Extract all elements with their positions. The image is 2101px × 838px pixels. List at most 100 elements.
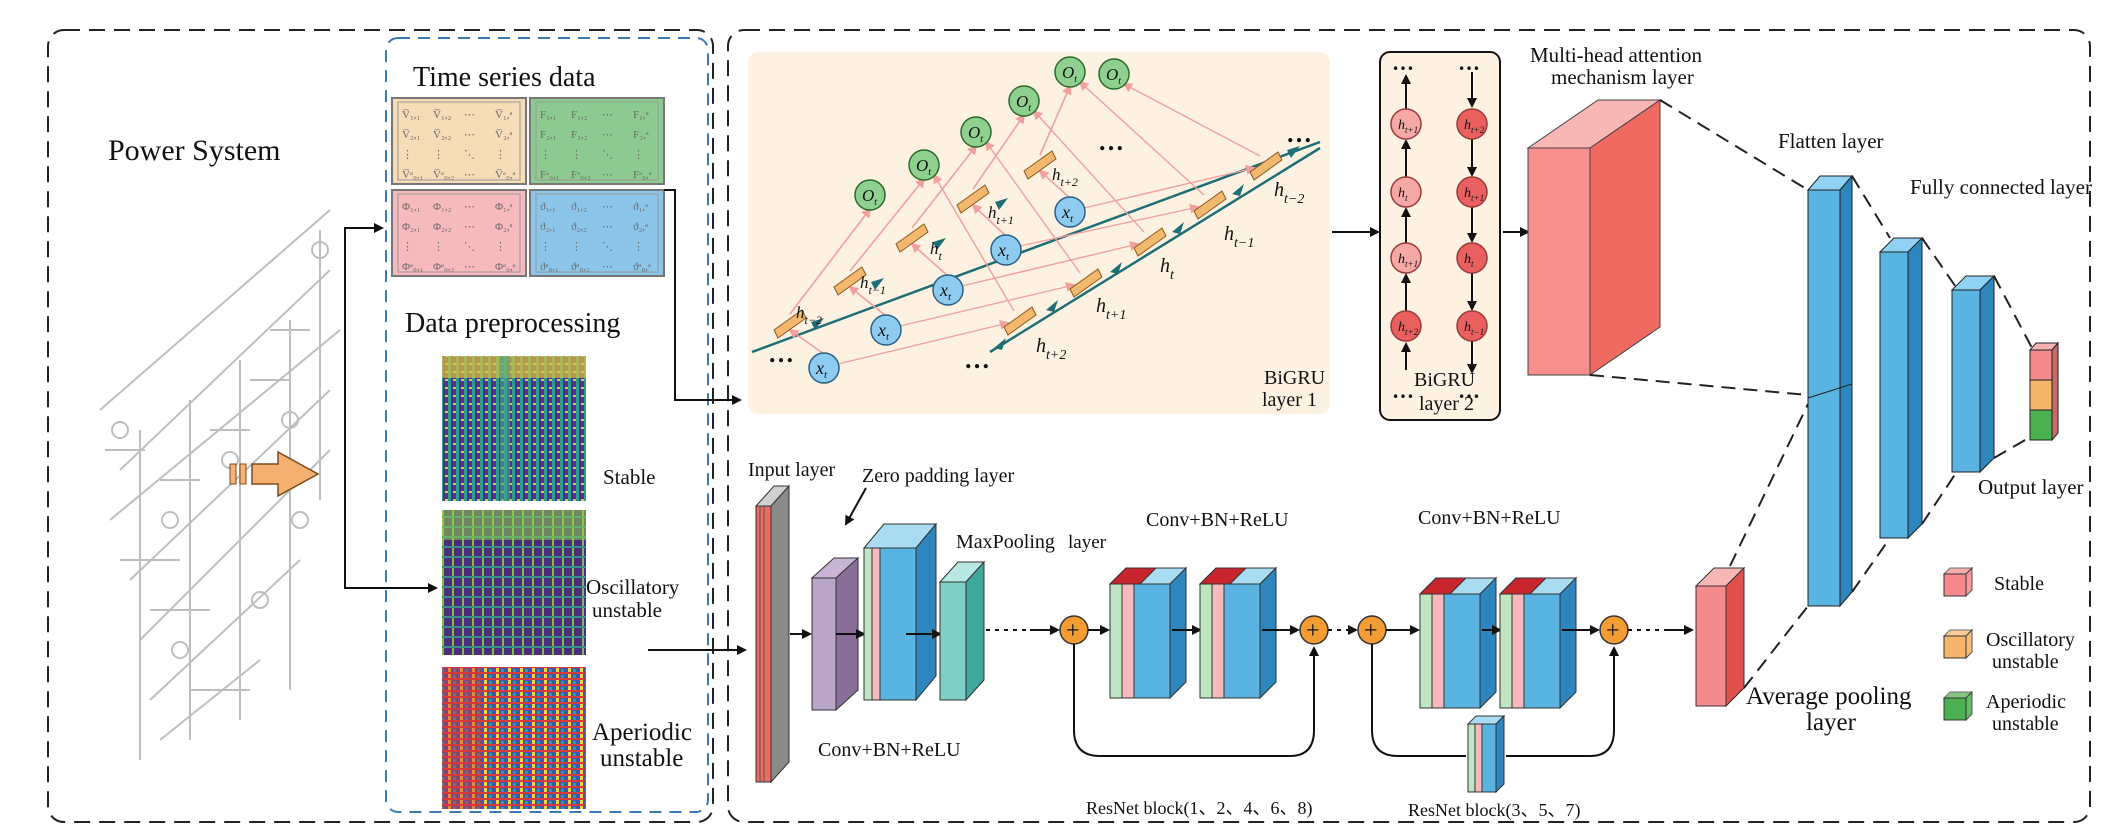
attention-block <box>1526 99 1662 376</box>
bigru2-node-label: ht+1 <box>1398 252 1418 269</box>
forward-rail <box>751 140 1321 354</box>
forward-gru-cell <box>1023 150 1057 180</box>
zero-padding-label: Zero padding layer <box>862 465 1014 487</box>
connector-to-bigru <box>664 189 742 405</box>
attention-to-flatten-lines <box>1589 99 1809 396</box>
matrix-cell: ⋱ <box>464 149 475 161</box>
add-node-4: + <box>1599 615 1629 645</box>
matrix-cell: Fᵃ₀,ᵃ <box>633 169 652 181</box>
matrix-cell: ϑᵃ₀,ᵃ <box>633 261 651 273</box>
bigru2-node-label: ht+2 <box>1464 118 1485 135</box>
matrix-cell: ϑ₂,₁ <box>540 221 556 233</box>
input-node-label: xt <box>997 240 1010 263</box>
ellipsis: … <box>964 345 990 374</box>
fully-connected-block-2 <box>1950 274 1996 474</box>
sample-label-stable: Stable <box>603 465 656 489</box>
bigru-layer2-graph: ht+1htht+1ht+2ht+2ht+1htht−1………… <box>1390 50 1488 403</box>
matrix-cell: ϑ₂,ᵃ <box>633 221 648 233</box>
output-node <box>854 179 886 211</box>
svg-text:+: + <box>1066 618 1080 644</box>
resblock-a-caption: ResNet block(1、2、4、6、8) <box>1086 798 1312 819</box>
conv-block2-label: Conv+BN+ReLU <box>1418 507 1561 529</box>
resblock-b-shortcut-conv <box>1466 714 1506 794</box>
matrix-cell: ⋱ <box>602 149 613 161</box>
connector-to-timeseries <box>344 223 384 474</box>
power-system-frame <box>47 29 714 823</box>
power-system-title: Power System <box>108 134 281 167</box>
zero-padding-block <box>810 556 860 712</box>
matrix-cell: V̅₁,ᵃ <box>495 109 513 121</box>
svg-text:+: + <box>1306 618 1320 644</box>
edge <box>911 144 978 229</box>
ellipsis: … <box>768 339 794 368</box>
flatten-block <box>1806 174 1854 608</box>
bigru2-label-line1: BiGRU <box>1414 369 1476 391</box>
matrix-cell: ⋮ <box>633 149 644 161</box>
matrix-cell: ⋮ <box>495 241 506 253</box>
bigru2-backward-node <box>1390 242 1422 274</box>
output-node-label: Ot <box>1016 92 1031 114</box>
conv-block-input <box>862 522 938 702</box>
output-node-label: Ot <box>1106 65 1121 87</box>
backward-hidden-label: ht+2 <box>1036 335 1066 363</box>
sample-label-aperiodic-1: Aperiodic <box>592 719 692 746</box>
legend-swatch <box>1943 697 1967 721</box>
forward-arrowhead <box>995 198 1008 210</box>
edge <box>984 140 1081 274</box>
backward-arrowhead <box>1232 184 1244 196</box>
legend-item: Stable <box>1942 566 2044 598</box>
matrix-cell: ⋮ <box>402 149 413 161</box>
edge <box>1032 109 1145 233</box>
legend-label: Oscillatory <box>1986 629 2075 651</box>
matrix-cell: ⋯ <box>464 261 475 273</box>
maxpooling-label: MaxPooling <box>956 531 1055 553</box>
edge <box>1083 164 1256 209</box>
matrix-cell: ⋯ <box>602 221 613 233</box>
bigru2-forward-node <box>1456 176 1488 208</box>
edge <box>1078 80 1205 196</box>
matrix-cell: ⋯ <box>602 129 613 141</box>
resblock-b-caption: ResNet block(3、5、7) <box>1408 800 1580 821</box>
ellipsis: … <box>1098 127 1124 156</box>
ellipsis: … <box>1286 119 1312 148</box>
output-node <box>1008 85 1040 117</box>
legend-swatch <box>1943 635 1967 659</box>
resblock-a-skip <box>1073 644 1319 757</box>
maxpooling-suffix: layer <box>1068 532 1107 553</box>
matrix-cell: V̅ᵃ₀,₁ <box>402 169 424 181</box>
backward-rail <box>989 146 1321 354</box>
matrix-cell: F₁,₁ <box>540 109 557 121</box>
resblock-b-conv-1 <box>1418 576 1498 710</box>
forward-hidden-label: ht <box>930 239 943 263</box>
input-node <box>932 274 964 306</box>
sample-label-aperiodic-2: unstable <box>600 745 683 772</box>
matrix-cell: ⋮ <box>540 241 551 253</box>
add-node-2: + <box>1299 615 1329 645</box>
matrix-cell: V̅₁,₁ <box>402 109 421 121</box>
output-node-label: Ot <box>862 186 877 208</box>
forward-gru-cell <box>956 184 990 214</box>
matrix-cell: F₂,₁ <box>540 129 557 141</box>
backward-gru-cell <box>1133 227 1167 257</box>
fully-connected-block-1 <box>1878 236 1924 540</box>
input-node-label: xt <box>877 320 890 343</box>
matrix-cell: F₁,₂ <box>571 109 588 121</box>
bigru2-label-line2: layer 2 <box>1419 393 1474 415</box>
matrix-cell: ⋯ <box>602 109 613 121</box>
edge <box>789 207 872 315</box>
forward-arrowhead <box>1287 146 1300 158</box>
matrix-cell: ⋯ <box>602 261 613 273</box>
matrix-cell: Fᵃ₀,₁ <box>540 169 560 181</box>
backward-hidden-label: ht−2 <box>1274 179 1304 207</box>
edge <box>848 285 887 317</box>
average-pooling-block <box>1694 566 1746 708</box>
bigru2-backward-node <box>1390 310 1422 342</box>
svg-text:+: + <box>1606 618 1620 644</box>
backward-hidden-label: ht−1 <box>1224 223 1254 251</box>
data-frame <box>385 37 709 813</box>
